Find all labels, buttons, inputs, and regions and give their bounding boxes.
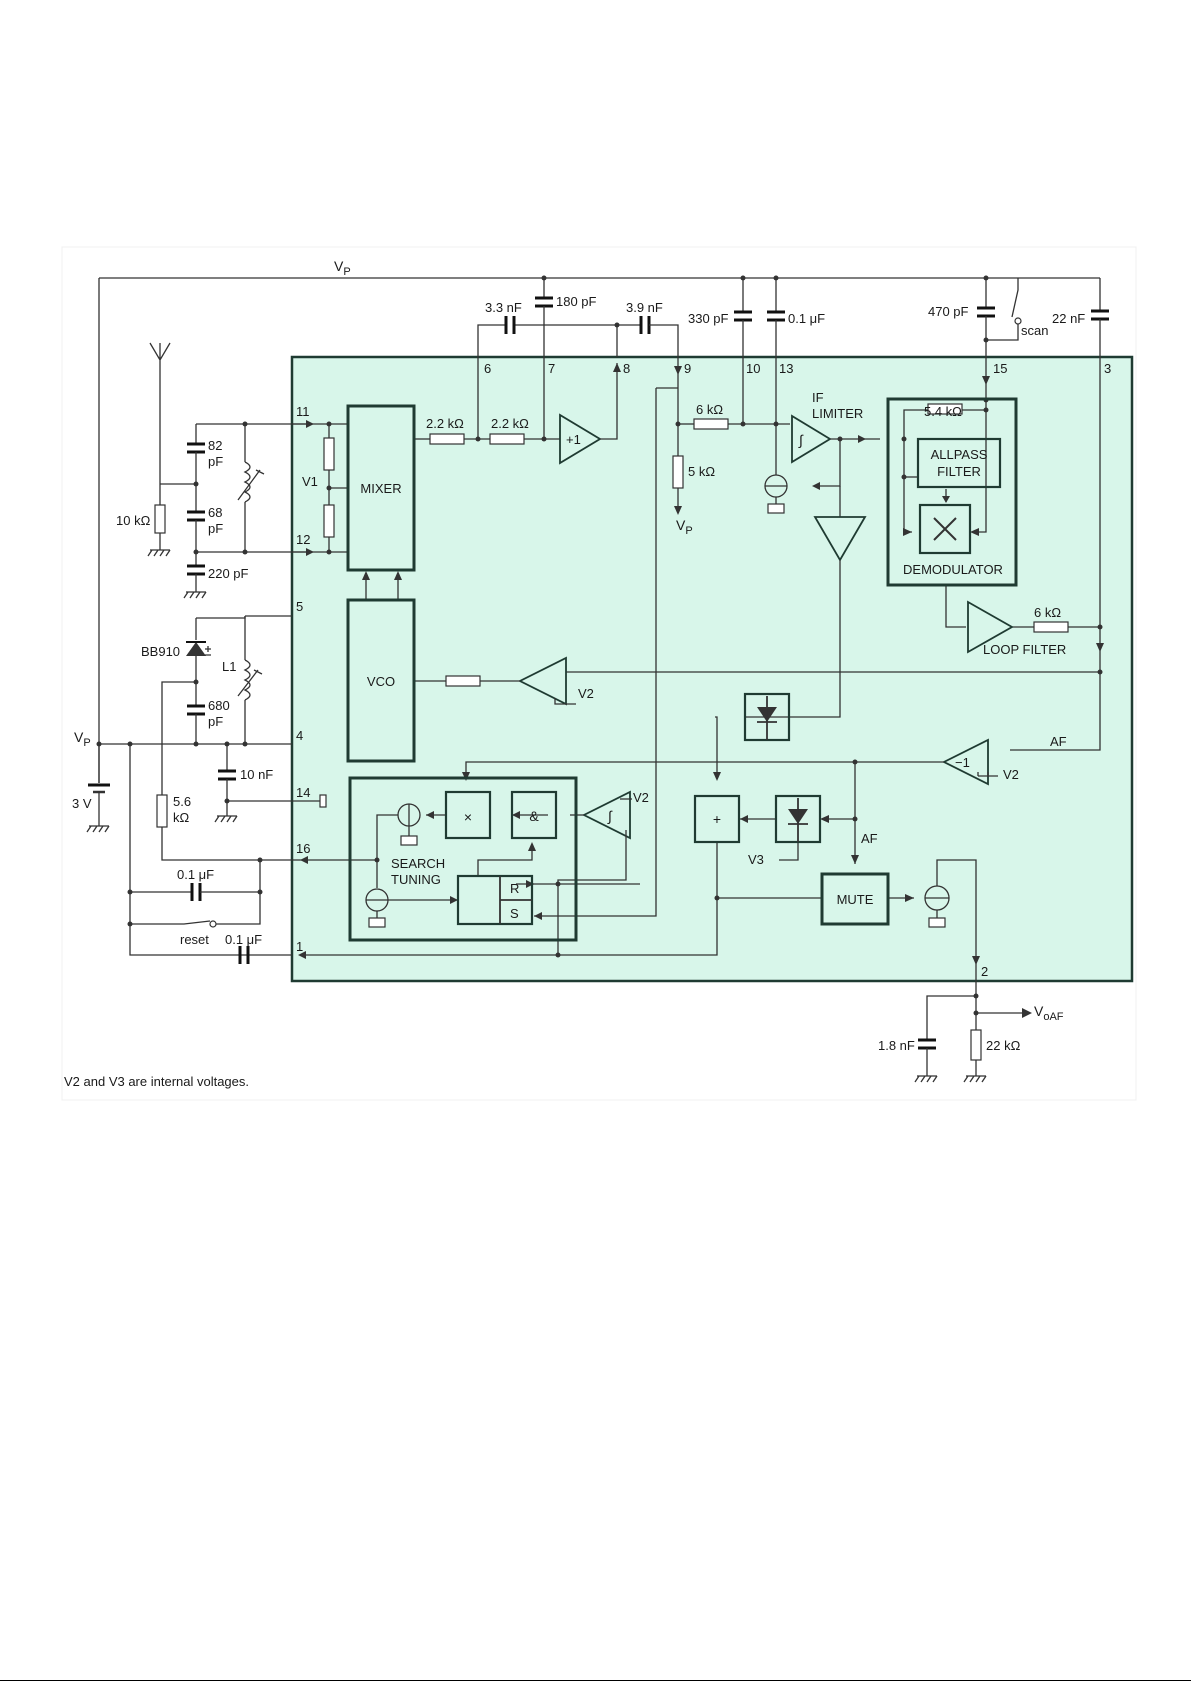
label-2k2-a: 2.2 kΩ: [426, 416, 464, 431]
pin-9: 9: [684, 361, 691, 376]
label-vp-internal: VP: [676, 517, 693, 537]
label-680p-1: 680: [208, 698, 230, 713]
label-5k: 5 kΩ: [688, 464, 715, 479]
if-limiter-sym: ∫: [798, 432, 804, 448]
label-3n9: 3.9 nF: [626, 300, 663, 315]
label-vp-left: VP: [74, 729, 91, 749]
label-v1: V1: [302, 474, 318, 489]
pin-11: 11: [296, 404, 310, 419]
multiplier-block: [918, 503, 972, 555]
label-68p-2: pF: [208, 521, 223, 536]
multiplier-search-block: [444, 790, 492, 840]
latch-s-label: S: [510, 906, 519, 921]
label-22n: 22 nF: [1052, 311, 1085, 326]
label-battery: 3 V: [72, 796, 92, 811]
label-0u1-top: 0.1 μF: [788, 311, 825, 326]
label-68p-1: 68: [208, 505, 222, 520]
mute-label: MUTE: [837, 892, 874, 907]
pin-7: 7: [548, 361, 555, 376]
mixer-label: MIXER: [360, 481, 401, 496]
allpass-label-1: ALLPASS: [931, 447, 988, 462]
pin-13: 13: [779, 361, 793, 376]
inverter-label: −1: [955, 755, 970, 770]
label-82p-2: pF: [208, 454, 223, 469]
label-1n8: 1.8 nF: [878, 1038, 915, 1053]
pin-3: 3: [1104, 361, 1111, 376]
label-6k-if: 6 kΩ: [696, 402, 723, 417]
footnote: V2 and V3 are internal voltages.: [64, 1074, 249, 1089]
adder-label: +: [713, 811, 721, 827]
label-v2-search: V2: [633, 790, 649, 805]
label-82p-1: 82: [208, 438, 222, 453]
top-rail-label: VP: [334, 258, 351, 278]
label-180p: 180 pF: [556, 294, 597, 309]
allpass-filter-block: [916, 437, 1002, 489]
label-5k6-2: kΩ: [173, 810, 190, 825]
mixer-block: [346, 404, 416, 572]
label-10n: 10 nF: [240, 767, 273, 782]
and-gate-label: &: [529, 808, 539, 824]
pin-12: 12: [296, 532, 310, 547]
vco-block: [346, 598, 416, 763]
label-470p: 470 pF: [928, 304, 969, 319]
loop-filter-amp: [967, 600, 1014, 654]
label-af-2: AF: [861, 831, 878, 846]
label-reset: reset: [180, 932, 209, 947]
label-l1: L1: [222, 659, 236, 674]
pin-15: 15: [993, 361, 1007, 376]
pin-6: 6: [484, 361, 491, 376]
label-af-1: AF: [1050, 734, 1067, 749]
search-tuning-block: [348, 776, 578, 942]
if-label-2: LIMITER: [812, 406, 863, 421]
label-220p: 220 pF: [208, 566, 249, 581]
label-0u1-b: 0.1 μF: [225, 932, 262, 947]
label-22k: 22 kΩ: [986, 1038, 1021, 1053]
search-label-2: TUNING: [391, 872, 441, 887]
label-scan: scan: [1021, 323, 1048, 338]
mute-block: [820, 872, 890, 926]
pin-16: 16: [296, 841, 310, 856]
demodulator-label: DEMODULATOR: [903, 562, 1003, 577]
if-label-1: IF: [812, 390, 824, 405]
label-10k: 10 kΩ: [116, 513, 151, 528]
multiplier-search-label: ×: [464, 809, 472, 825]
latch-r-label: R: [510, 881, 519, 896]
pin-8: 8: [623, 361, 630, 376]
page-bottom-rule: [0, 1680, 1191, 1681]
pin-2: 2: [981, 964, 988, 979]
pin-14: 14: [296, 785, 310, 800]
label-bb910: BB910: [141, 644, 180, 659]
search-int-sym: ∫: [607, 808, 613, 824]
vco-label: VCO: [367, 674, 395, 689]
label-3n3: 3.3 nF: [485, 300, 522, 315]
label-v2-vco: V2: [578, 686, 594, 701]
pin-5: 5: [296, 599, 303, 614]
pin-4: 4: [296, 728, 303, 743]
pin-labels: 6 7 8 9 10 13 15 3 11 12 5 4 14 16 1 2: [296, 361, 1111, 979]
and-gate-block: [510, 790, 558, 840]
buffer-label: +1: [566, 432, 581, 447]
pin-1: 1: [296, 939, 303, 954]
label-v3: V3: [748, 852, 764, 867]
ic-body: [290, 355, 1134, 983]
demodulator-block: [886, 397, 1018, 587]
label-v2-inv: V2: [1003, 767, 1019, 782]
pin-10: 10: [746, 361, 760, 376]
label-vout: VoAF: [1034, 1003, 1064, 1023]
label-2k2-b: 2.2 kΩ: [491, 416, 529, 431]
label-0u1-a: 0.1 μF: [177, 867, 214, 882]
label-6k-loop: 6 kΩ: [1034, 605, 1061, 620]
label-5k4: 5.4 kΩ: [924, 404, 962, 419]
loop-filter-label: LOOP FILTER: [983, 642, 1066, 657]
adder-block: [693, 794, 741, 844]
search-label-1: SEARCH: [391, 856, 445, 871]
label-680p-2: pF: [208, 714, 223, 729]
allpass-label-2: FILTER: [937, 464, 981, 479]
label-5k6-1: 5.6: [173, 794, 191, 809]
label-330p: 330 pF: [688, 311, 729, 326]
